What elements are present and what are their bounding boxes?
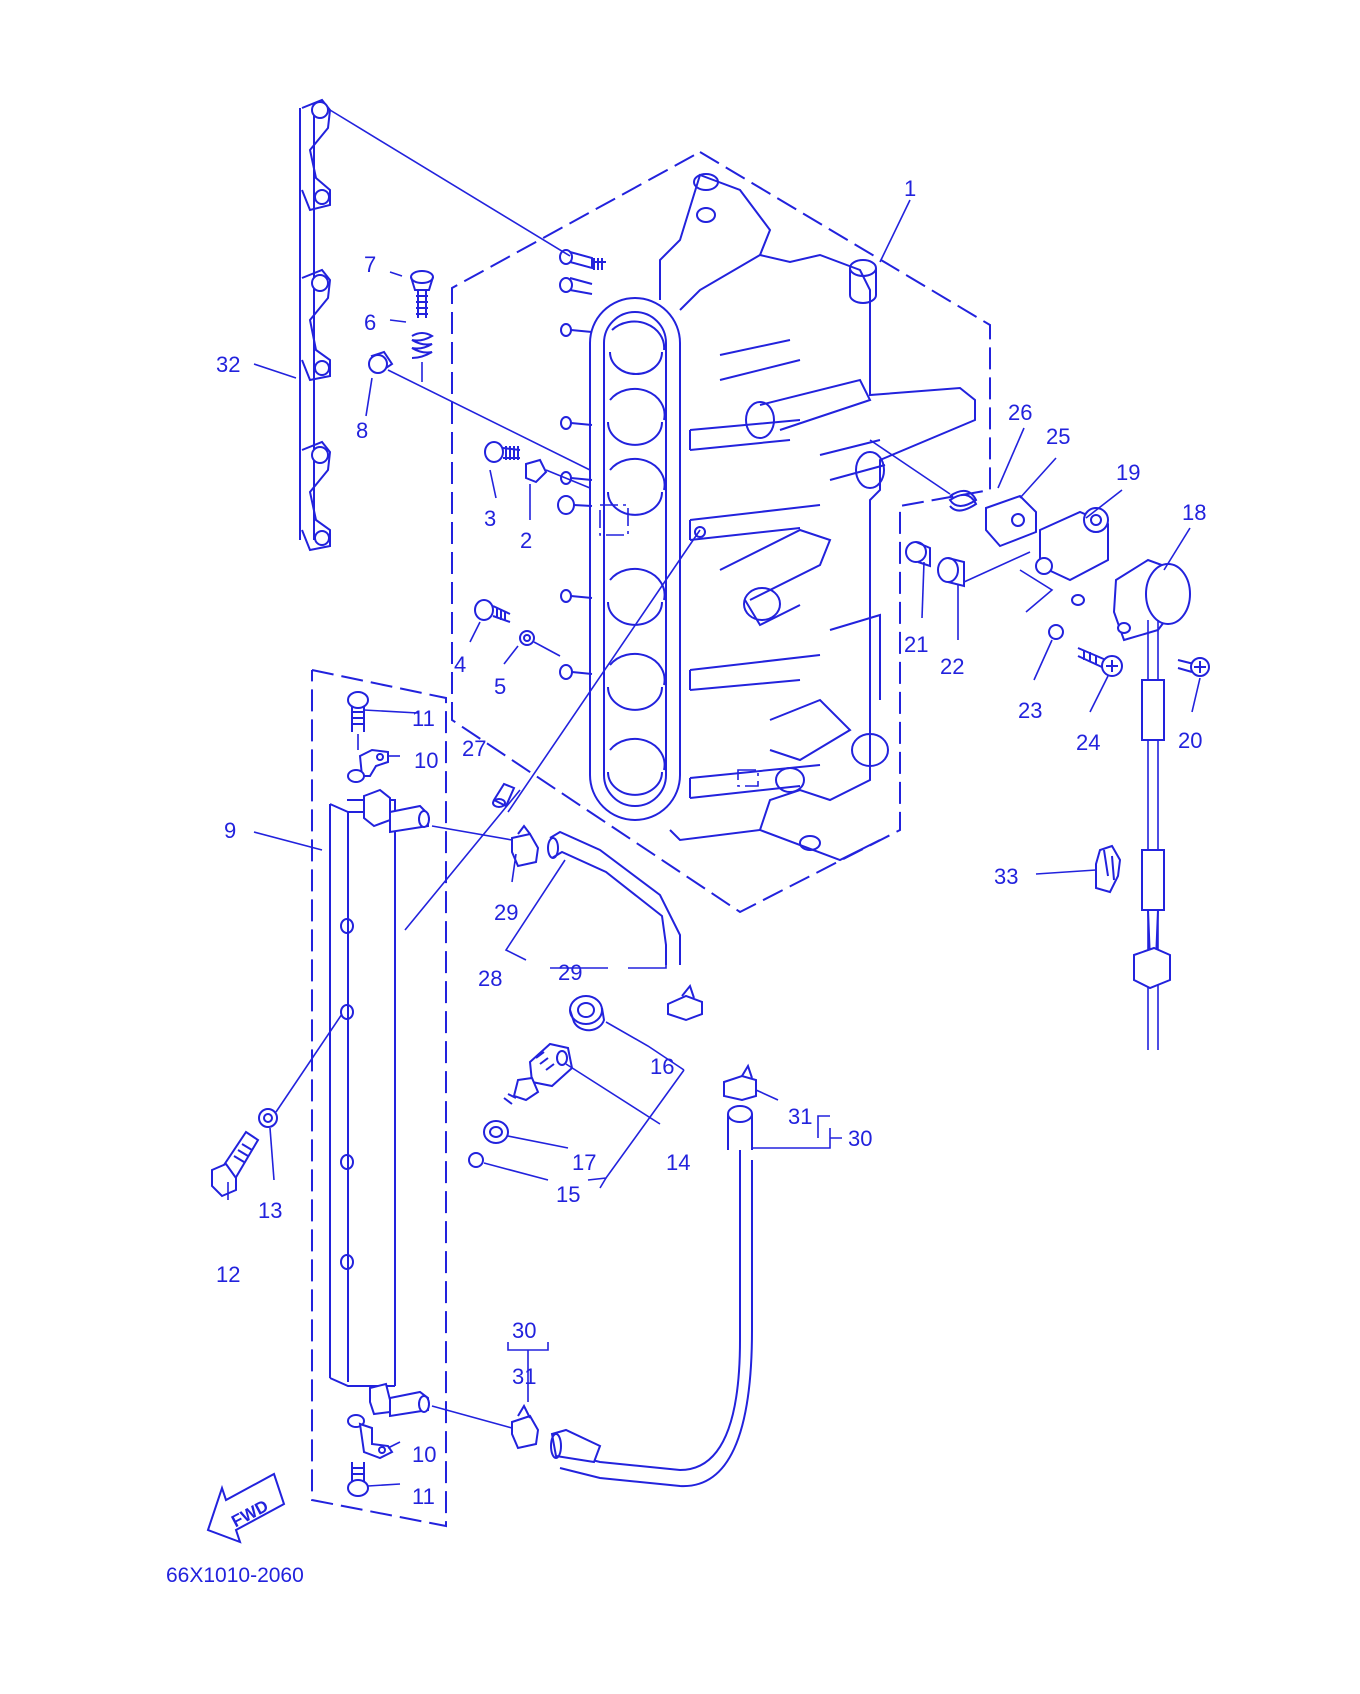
collar-21 — [905, 541, 931, 568]
callout-33: 33 — [994, 864, 1018, 889]
callout-5: 5 — [494, 674, 506, 699]
pin-27 — [492, 782, 516, 808]
fuel-rail-outline — [311, 669, 447, 1528]
main-assembly-outline — [451, 151, 991, 914]
clip-33 — [1095, 844, 1122, 894]
callout-15: 15 — [556, 1182, 580, 1207]
bracket-10-bottom — [347, 1414, 394, 1460]
callout-8: 8 — [356, 418, 368, 443]
fuel-rail-9 — [329, 788, 430, 1418]
callout-30-bottom: 30 — [512, 1318, 536, 1343]
screw-24 — [1077, 647, 1123, 677]
callout-3: 3 — [484, 506, 496, 531]
hose-30 — [550, 1105, 753, 1488]
callout-7: 7 — [364, 252, 376, 277]
injector-14 — [503, 1042, 661, 1125]
callout-16: 16 — [650, 1054, 674, 1079]
adapter-25 — [985, 494, 1037, 548]
callout-labels: 1 7 6 32 8 3 2 4 5 11 10 27 9 29 28 29 1… — [216, 176, 1206, 1509]
connector-lines — [404, 529, 701, 931]
clamp-30-31-bottom — [431, 1403, 540, 1450]
callout-14: 14 — [666, 1150, 690, 1175]
sensor-body-19 — [1035, 507, 1109, 606]
spring-26 — [869, 439, 978, 512]
callout-18: 18 — [1182, 500, 1206, 525]
callout-9: 9 — [224, 818, 236, 843]
oring-23 — [1019, 569, 1064, 640]
fwd-arrow — [206, 1472, 286, 1544]
bracket-32 — [299, 98, 571, 552]
bolt-11-bottom — [347, 1462, 369, 1497]
body-screws — [557, 249, 606, 680]
seal-15 — [468, 1152, 549, 1181]
callout-29-mid: 29 — [558, 960, 582, 985]
callout-11-top: 11 — [412, 706, 435, 731]
callout-29-top: 29 — [494, 900, 518, 925]
group-bracket-30-31-bottom — [507, 1342, 549, 1402]
screw-20 — [1177, 657, 1210, 677]
callout-4: 4 — [454, 652, 466, 677]
callout-28: 28 — [478, 966, 502, 991]
screw-7-spring-6-pin-8 — [368, 270, 591, 471]
grommet-22 — [937, 551, 1031, 588]
callout-10-bottom: 10 — [412, 1442, 436, 1467]
callout-21: 21 — [904, 632, 928, 657]
callout-31-bottom: 31 — [512, 1364, 536, 1389]
callout-25: 25 — [1046, 424, 1070, 449]
hose-28 — [504, 830, 681, 965]
bushing-16 — [569, 995, 685, 1071]
callout-19: 19 — [1116, 460, 1140, 485]
diagram-code: 66X1010-2060 — [166, 1564, 304, 1587]
callout-30-top: 30 — [848, 1126, 872, 1151]
callout-24: 24 — [1076, 730, 1100, 755]
callout-11-bottom: 11 — [412, 1484, 435, 1509]
callout-20: 20 — [1178, 728, 1202, 753]
callout-26: 26 — [1008, 400, 1032, 425]
callout-17: 17 — [572, 1150, 596, 1175]
callout-22: 22 — [940, 654, 964, 679]
leader-lines — [227, 199, 1201, 1487]
screw-4-washer-5 — [474, 599, 561, 657]
clamp-29-bottom — [667, 983, 703, 1022]
bolt-12 — [211, 1130, 260, 1198]
group-bracket-30-31-top — [752, 1115, 842, 1149]
bolt-11-top — [347, 691, 369, 750]
bracket-lines-14-15-16 — [587, 1069, 685, 1189]
bracket-10-top — [347, 748, 389, 783]
callout-2: 2 — [520, 528, 532, 553]
sensor-18 — [1112, 558, 1191, 1050]
washer-13 — [258, 1013, 343, 1128]
clamp-29-top — [511, 824, 540, 868]
throttle-body-1 — [589, 173, 976, 862]
callout-13: 13 — [258, 1198, 282, 1223]
callout-23: 23 — [1018, 698, 1042, 723]
callout-10-top: 10 — [414, 748, 438, 773]
bracket-28-29 — [550, 960, 667, 969]
callout-32: 32 — [216, 352, 240, 377]
callout-6: 6 — [364, 310, 376, 335]
screw-3-nut-2 — [484, 441, 591, 489]
callout-12: 12 — [216, 1262, 240, 1287]
callout-27: 27 — [462, 736, 486, 761]
callout-1: 1 — [904, 176, 916, 201]
oring-17 — [483, 1120, 569, 1149]
callout-31-top: 31 — [788, 1104, 812, 1129]
clamp-31-top — [723, 1063, 779, 1102]
